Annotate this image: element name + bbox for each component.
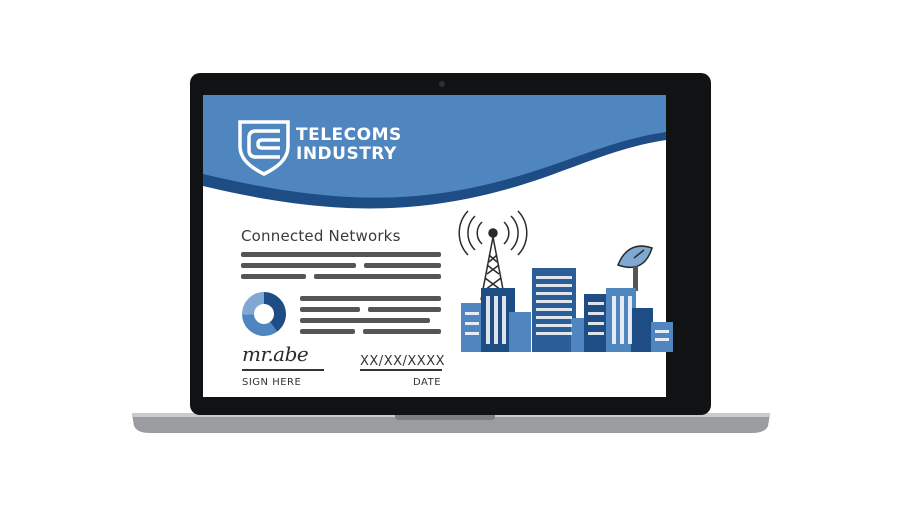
brand-line-1: TELECOMS	[296, 125, 402, 145]
signature-line	[242, 369, 324, 371]
date-line	[360, 369, 442, 371]
satellite-dish-icon	[617, 245, 653, 291]
header-banner	[203, 95, 666, 198]
document-heading: Connected Networks	[241, 227, 401, 245]
laptop-base	[132, 414, 770, 433]
donut-chart-icon	[242, 292, 286, 336]
signature: mr.abe	[242, 342, 309, 366]
text-lines-block	[241, 252, 441, 279]
city-buildings-icon	[461, 268, 673, 352]
date-label: DATE	[413, 377, 442, 388]
date-value: XX/XX/XXXX	[360, 354, 446, 369]
sign-here-label: SIGN HERE	[242, 377, 302, 388]
brand-name: TELECOMS INDUSTRY	[296, 126, 402, 164]
shield-c-logo-icon	[238, 120, 290, 176]
brand-line-2: INDUSTRY	[296, 144, 397, 164]
webcam-icon	[439, 81, 445, 87]
text-lines-block-2	[300, 296, 441, 334]
